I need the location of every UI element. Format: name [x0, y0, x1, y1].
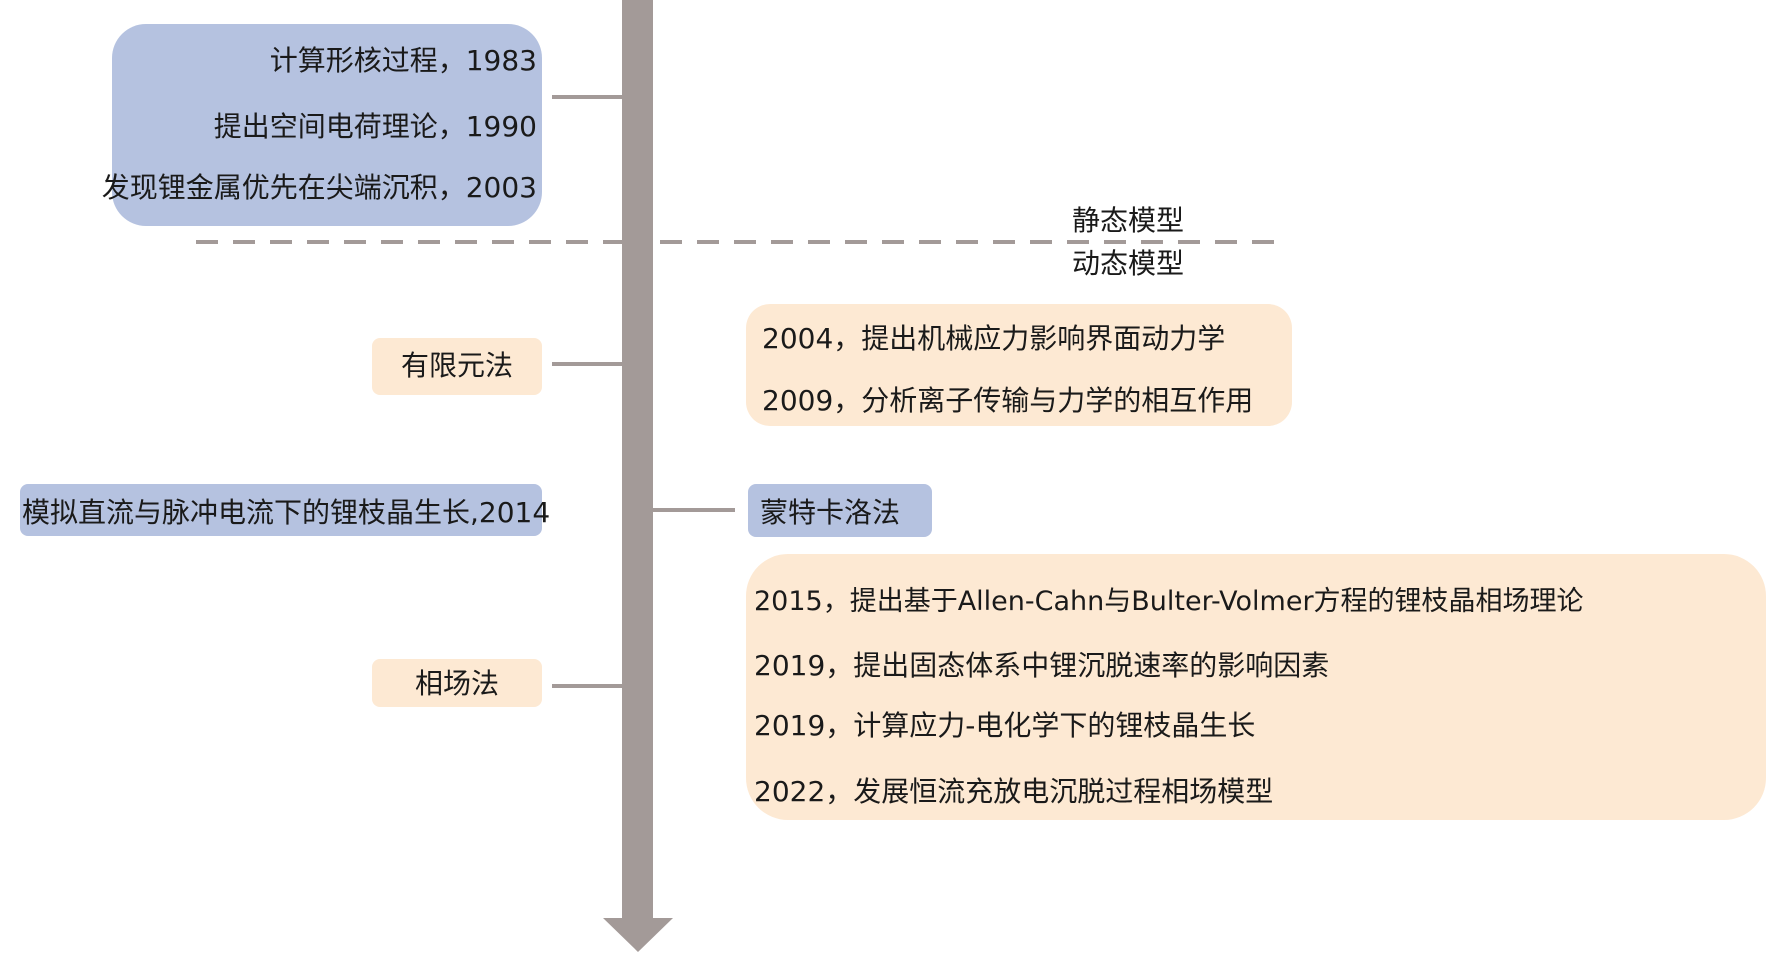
phasefield-label: 相场法: [414, 667, 499, 700]
phasefield-connector: [552, 684, 622, 688]
montecarlo-item-2014: 模拟直流与脉冲电流下的锂枝晶生长,2014: [22, 496, 551, 529]
montecarlo-detail-box: [20, 484, 542, 536]
montecarlo-connector: [653, 508, 735, 512]
timeline-axis: [622, 0, 653, 922]
static-item-2003: 发现锂金属优先在尖端沉积，2003: [101, 171, 537, 204]
static-item-1983: 计算形核过程，1983: [269, 44, 537, 77]
dynamic-model-label: 动态模型: [1072, 247, 1185, 280]
phasefield-label-box: [372, 659, 542, 707]
fem-item-2004: 2004，提出机械应力影响界面动力学: [762, 322, 1226, 355]
static-connector: [552, 95, 622, 99]
fem-detail-box: [746, 304, 1292, 426]
phasefield-detail-box: [746, 554, 1766, 820]
phasefield-item-2022: 2022，发展恒流充放电沉脱过程相场模型: [754, 775, 1274, 808]
fem-label-box: [372, 338, 542, 395]
phasefield-item-2019a: 2019，提出固态体系中锂沉脱速率的影响因素: [754, 649, 1330, 682]
static-model-label: 静态模型: [1072, 204, 1185, 237]
model-divider-left: [196, 240, 622, 244]
fem-connector: [552, 362, 622, 366]
timeline-arrow-head: [603, 918, 673, 952]
montecarlo-label-box: [748, 484, 932, 537]
static-item-1990: 提出空间电荷理论，1990: [213, 110, 537, 143]
phasefield-item-2019b: 2019，计算应力-电化学下的锂枝晶生长: [754, 709, 1256, 742]
model-divider-right: [660, 240, 1282, 244]
fem-item-2009: 2009，分析离子传输与力学的相互作用: [762, 384, 1254, 417]
fem-label: 有限元法: [400, 349, 513, 382]
static-model-box: [112, 24, 542, 226]
phasefield-item-2015: 2015，提出基于Allen-Cahn与Bulter-Volmer方程的锂枝晶相…: [754, 586, 1584, 617]
montecarlo-label: 蒙特卡洛法: [760, 496, 901, 529]
